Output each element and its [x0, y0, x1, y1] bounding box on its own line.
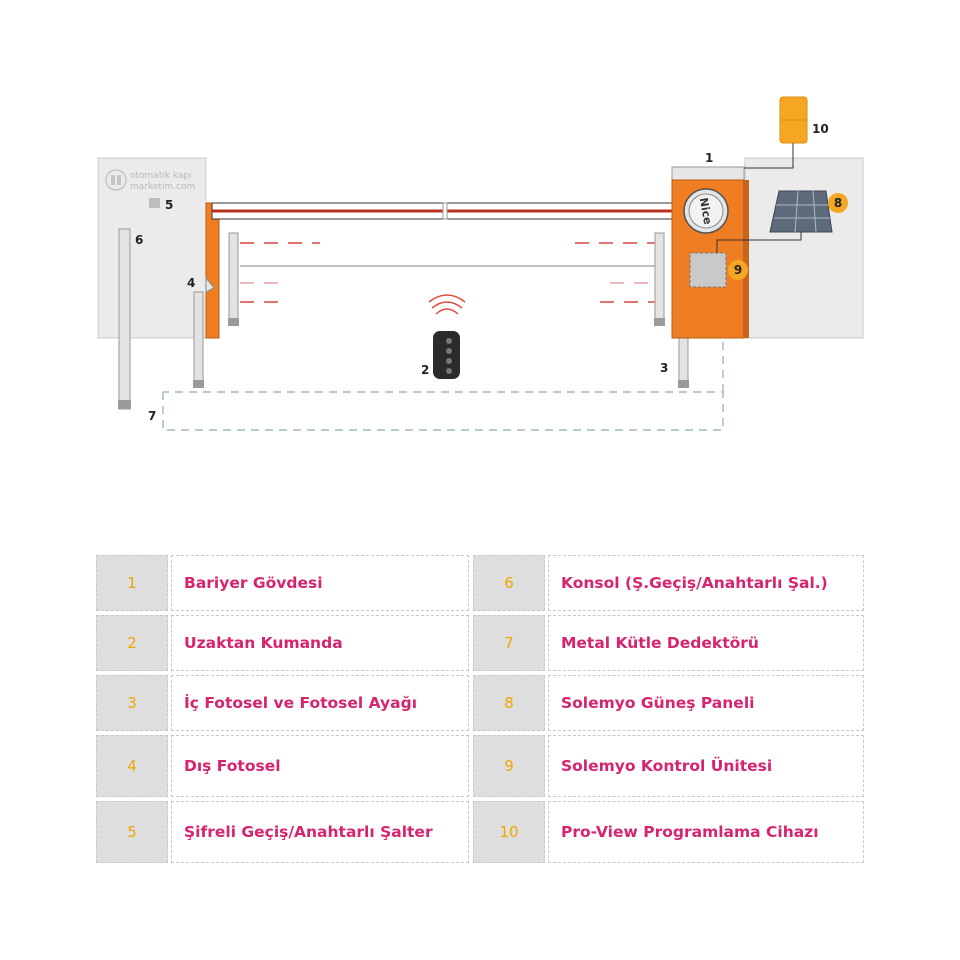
legend-label: İç Fotosel ve Fotosel Ayağı: [171, 675, 469, 731]
barrier-arm: [211, 202, 693, 220]
keypad-switch: [149, 198, 160, 208]
legend-label: Konsol (Ş.Geçiş/Anahtarlı Şal.): [548, 555, 864, 611]
remote-control: [428, 294, 466, 379]
legend-number: 10: [473, 801, 545, 863]
legend-number: 4: [96, 735, 168, 797]
control-unit: [689, 252, 727, 288]
legend-label: Metal Kütle Dedektörü: [548, 615, 864, 671]
metal-detector-loop: [162, 391, 724, 431]
callout-2: 2: [421, 363, 429, 377]
legend-label: Solemyo Kontrol Ünitesi: [548, 735, 864, 797]
legend-number: 1: [96, 555, 168, 611]
photocell-post-right-inner: [654, 232, 665, 326]
legend-number: 7: [473, 615, 545, 671]
callout-1: 1: [705, 151, 713, 165]
legend-label: Uzaktan Kumanda: [171, 615, 469, 671]
barrier-receiver-post: [205, 202, 220, 339]
watermark-line2: marketim.com: [130, 182, 195, 192]
photocell-beams: [240, 242, 655, 303]
photocell-post-left-outer: [193, 291, 204, 388]
barrier-system-diagram: otomatik kapı marketim.com: [97, 96, 864, 431]
legend-label: Solemyo Güneş Paneli: [548, 675, 864, 731]
callout-4: 4: [187, 276, 195, 290]
callout-8: 8: [834, 196, 842, 210]
legend-label: Şifreli Geçiş/Anahtarlı Şalter: [171, 801, 469, 863]
callout-5: 5: [165, 198, 173, 212]
legend-number: 2: [96, 615, 168, 671]
callout-10: 10: [812, 122, 829, 136]
legend-number: 9: [473, 735, 545, 797]
console-post: [118, 228, 131, 410]
callout-6: 6: [135, 233, 143, 247]
legend-label: Pro-View Programlama Cihazı: [548, 801, 864, 863]
legend-number: 6: [473, 555, 545, 611]
right-wall: [744, 157, 864, 339]
legend-label: Bariyer Gövdesi: [171, 555, 469, 611]
motor-brand-label: Nice: [697, 197, 714, 226]
callout-7: 7: [148, 409, 156, 423]
solar-panel: [716, 190, 833, 253]
watermark-logo: otomatik kapı marketim.com: [105, 169, 195, 192]
watermark-line1: otomatik kapı: [130, 171, 192, 181]
legend-number: 8: [473, 675, 545, 731]
programming-device: [744, 96, 808, 169]
left-wall: [97, 157, 207, 339]
legend-number: 3: [96, 675, 168, 731]
callout-3: 3: [660, 361, 668, 375]
legend-number: 5: [96, 801, 168, 863]
legend-label: Dış Fotosel: [171, 735, 469, 797]
callout-9: 9: [734, 263, 742, 277]
callout-9-badge: 9: [728, 260, 748, 280]
callout-8-badge: 8: [828, 193, 848, 213]
photocell-post-left-inner: [228, 232, 239, 326]
